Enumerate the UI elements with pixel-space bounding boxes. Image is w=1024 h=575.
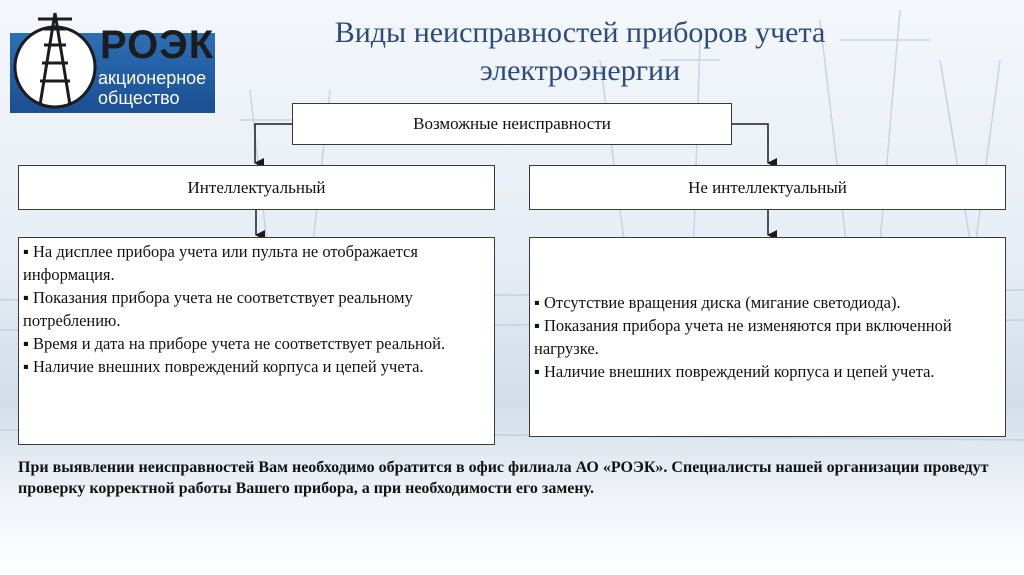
- list-item: ▪ Показания прибора учета не изменяются …: [534, 316, 952, 358]
- list-item: ▪ Наличие внешних повреждений корпуса и …: [534, 362, 935, 381]
- list-item: ▪ На дисплее прибора учета или пульта не…: [23, 242, 418, 284]
- logo-company-name: РОЭК: [100, 23, 215, 67]
- power-pylon-icon: [13, 12, 97, 109]
- list-item: ▪ Время и дата на приборе учета не соотв…: [23, 334, 446, 353]
- non-intellectual-faults-list: ▪ Отсутствие вращения диска (мигание све…: [529, 237, 1006, 437]
- list-item: ▪ Наличие внешних повреждений корпуса и …: [23, 357, 424, 376]
- slide-title: Виды неисправностей приборов учета элект…: [334, 16, 826, 87]
- company-logo: РОЭК акционерное общество: [10, 5, 215, 113]
- footer-note: При выявлении неисправностей Вам необход…: [18, 459, 989, 497]
- logo-subtitle-line1: акционерное: [98, 68, 207, 88]
- list-item: ▪ Показания прибора учета не соответству…: [23, 288, 413, 330]
- root-node: Возможные неисправности: [292, 103, 732, 145]
- logo-subtitle-line2: общество: [98, 88, 180, 108]
- category-non-intellectual: Не интеллектуальный: [529, 165, 1006, 210]
- category-intellectual: Интеллектуальный: [18, 165, 495, 210]
- list-item: ▪ Отсутствие вращения диска (мигание све…: [534, 293, 901, 312]
- intellectual-faults-list: ▪ На дисплее прибора учета или пульта не…: [18, 237, 495, 445]
